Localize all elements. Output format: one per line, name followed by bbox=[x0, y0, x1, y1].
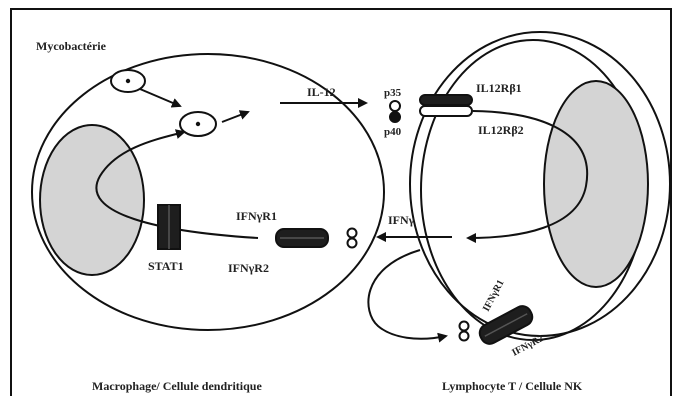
processing-arrow bbox=[221, 110, 250, 123]
macrophage-nucleus bbox=[39, 124, 145, 276]
p40-subunit bbox=[389, 111, 401, 123]
macrophage-caption: Macrophage/ Cellule dendritique bbox=[92, 379, 262, 393]
il12-signal-arrow bbox=[466, 110, 589, 243]
mycobacterie-label: Mycobactérie bbox=[36, 39, 107, 53]
ifngr1-lymphocyte-label: IFNγR1 bbox=[481, 278, 507, 313]
il12rb2-label: IL12Rβ2 bbox=[478, 123, 524, 137]
stat1-label: STAT1 bbox=[148, 259, 184, 273]
p35-subunit bbox=[389, 100, 401, 112]
diagram-frame bbox=[10, 8, 672, 396]
p40-label: p40 bbox=[384, 126, 402, 138]
macrophage-cell bbox=[31, 53, 385, 331]
il12rb2-receptor bbox=[419, 105, 473, 117]
ifngr2-lymphocyte-label: IFNγR2 bbox=[510, 333, 545, 359]
ifng-molecule-lympho-top bbox=[458, 320, 470, 332]
p35-label: p35 bbox=[384, 87, 402, 99]
lymphocyte-caption: Lymphocyte T / Cellule NK bbox=[442, 379, 583, 393]
autocrine-ifng-arrow bbox=[367, 249, 448, 343]
ifngr2-macrophage-label: IFNγR2 bbox=[228, 261, 269, 275]
lymphocyte-nucleus bbox=[543, 80, 649, 288]
ifng-label: IFNγ bbox=[388, 213, 415, 227]
ifng-molecule-bottom bbox=[346, 237, 358, 249]
il12rb1-receptor bbox=[419, 94, 473, 106]
nucleus-to-vesicle-arrow bbox=[95, 129, 259, 239]
ifng-molecule-top bbox=[346, 227, 358, 239]
ifng-molecule-lympho-bottom bbox=[458, 330, 470, 342]
lymphocyte-cell-outer bbox=[409, 31, 671, 337]
il12rb1-label: IL12Rβ1 bbox=[476, 81, 522, 95]
phagocytosis-arrow bbox=[139, 88, 182, 108]
ifngr-lymphocyte-receptor bbox=[478, 305, 534, 345]
il12-label: IL-12 bbox=[307, 85, 336, 99]
ifngr1-macrophage-label: IFNγR1 bbox=[236, 209, 277, 223]
